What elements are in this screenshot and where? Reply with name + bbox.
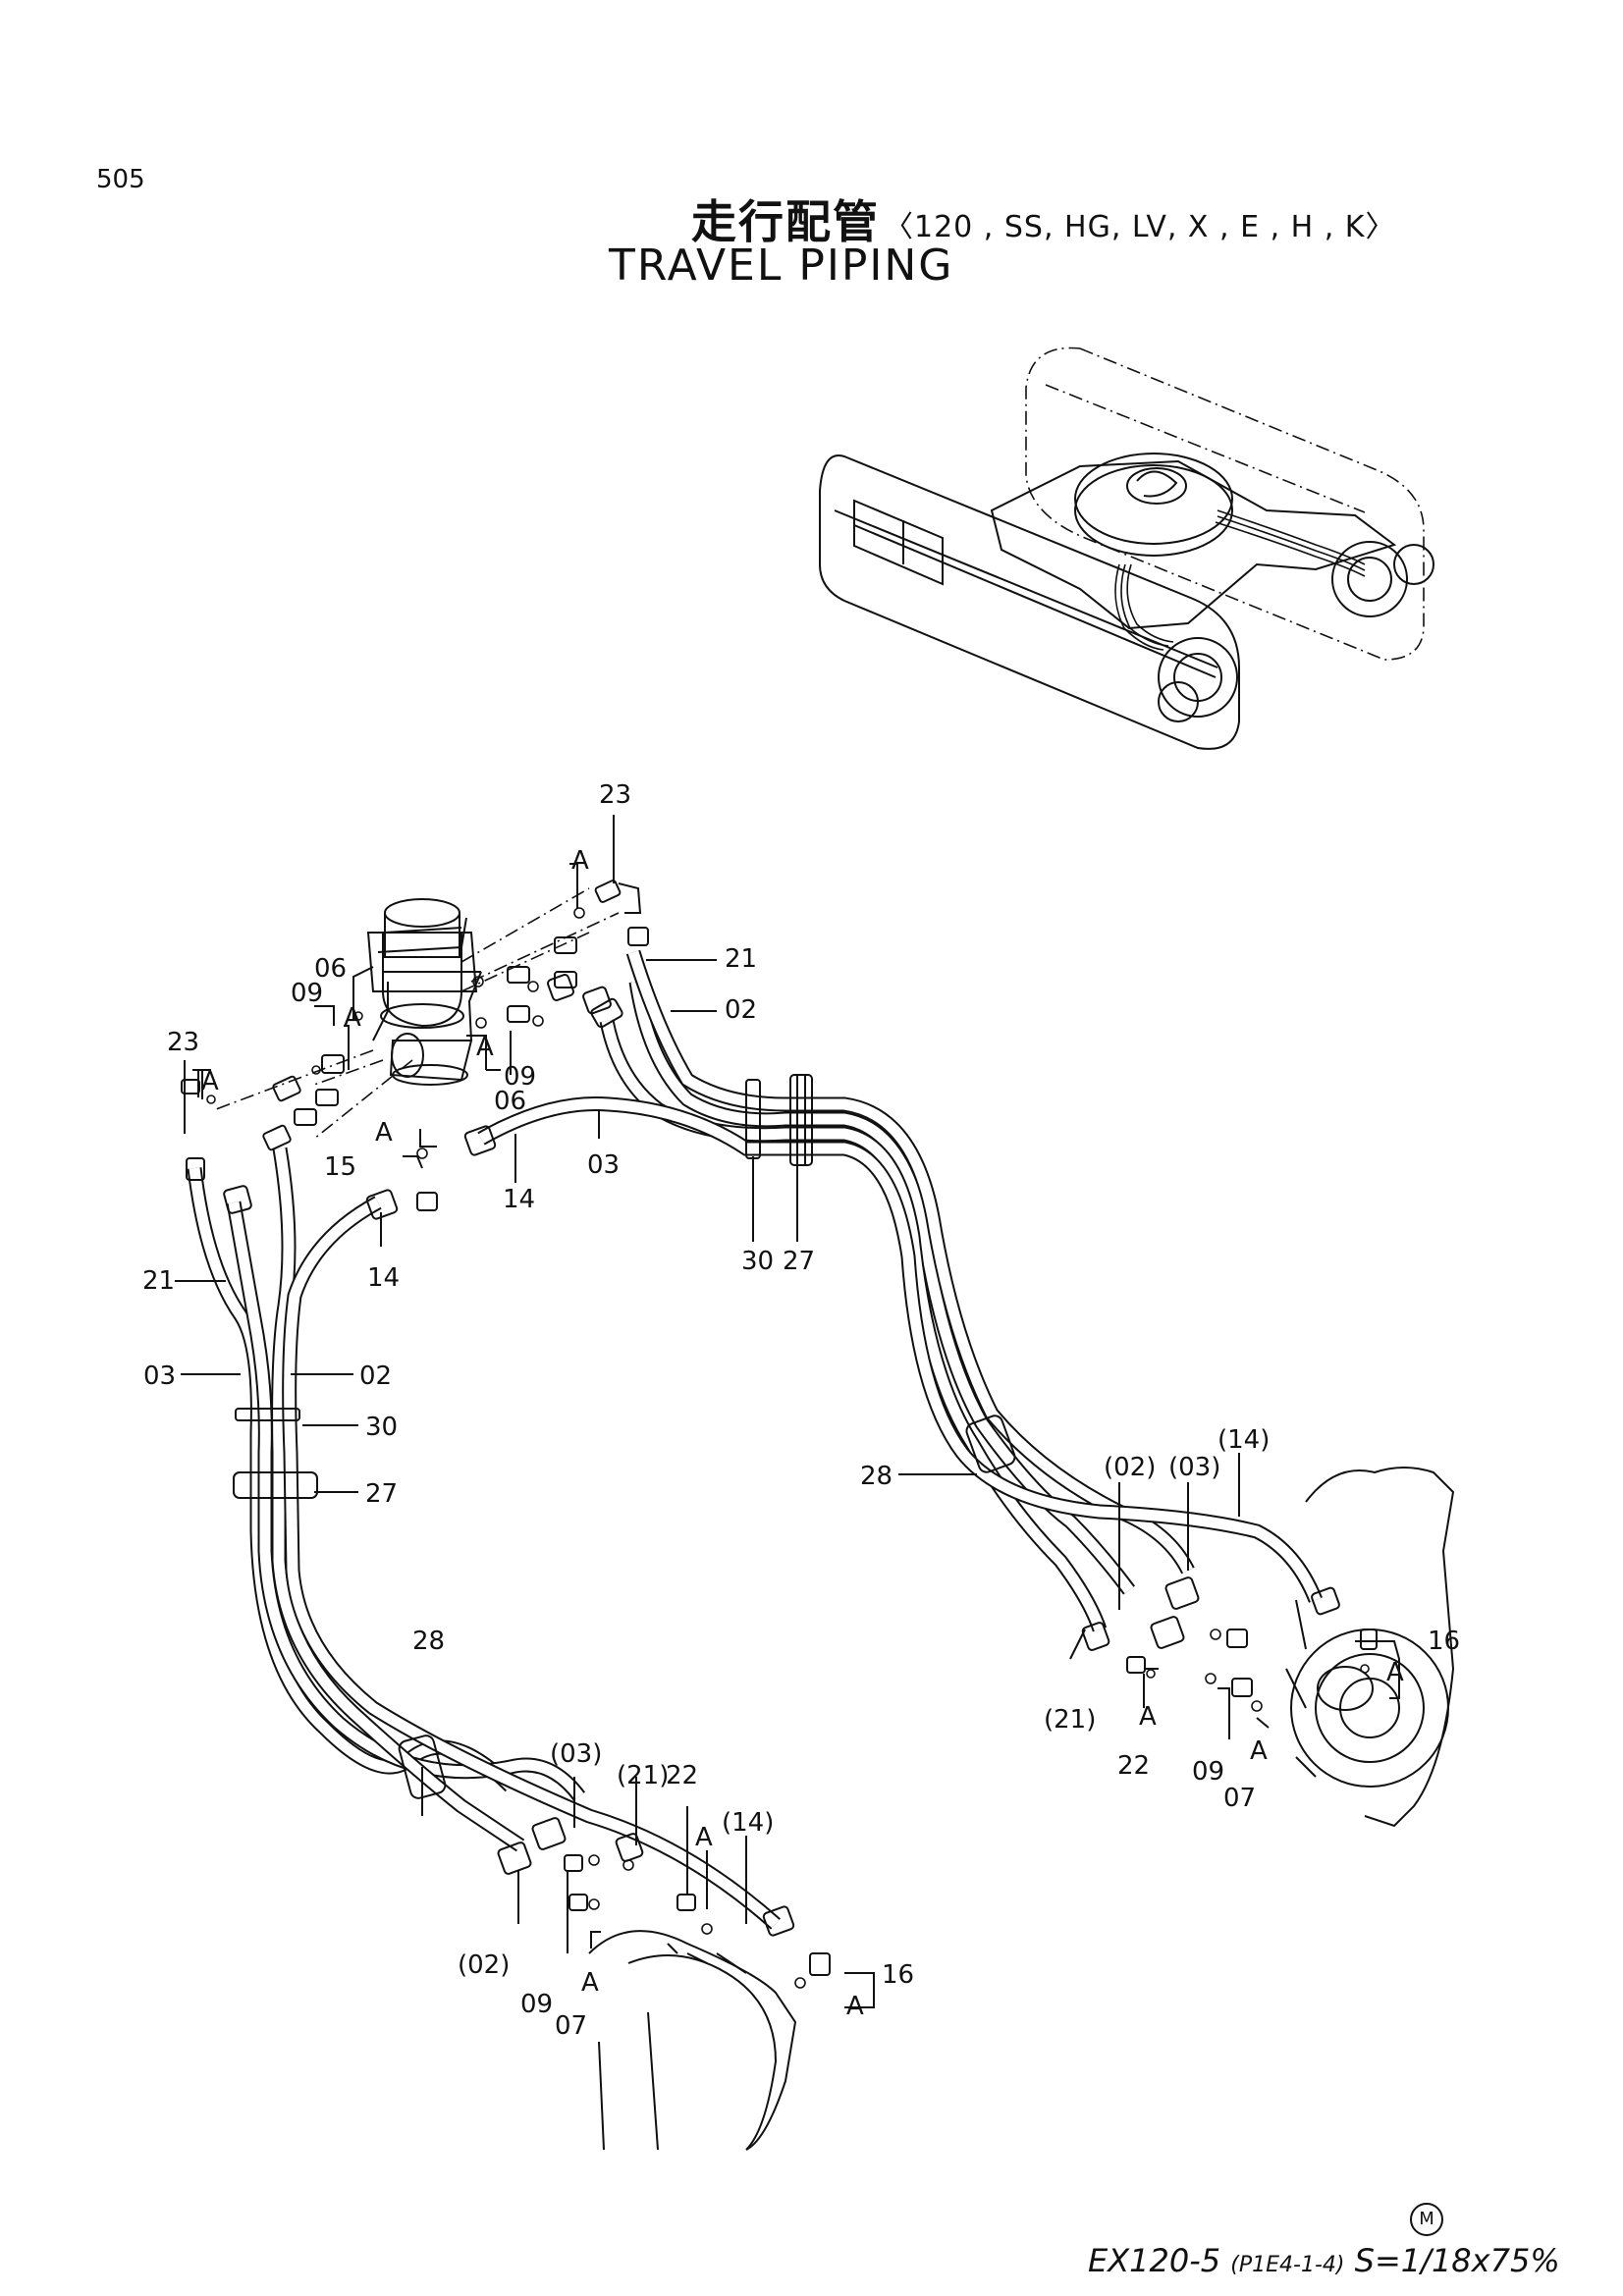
callout-21-left-motor: (21) (617, 1761, 669, 1790)
callout-a-07-right: A (1250, 1736, 1268, 1766)
callout-02-top: 02 (725, 995, 757, 1025)
callout-07-right: 07 (1223, 1784, 1256, 1813)
callout-a-22-left: A (695, 1823, 713, 1852)
callout-a-top: A (571, 846, 589, 876)
callout-a-15: A (375, 1118, 393, 1148)
page-number: 505 (96, 165, 145, 194)
callout-03-right: (03) (1168, 1453, 1220, 1482)
undercarriage-overview (819, 347, 1434, 750)
callout-22-right: 22 (1117, 1751, 1150, 1781)
callout-14-right: (14) (1217, 1425, 1270, 1455)
center-joint (352, 898, 482, 1086)
fittings-top (181, 880, 649, 1220)
callout-21-top: 21 (725, 944, 757, 974)
footer-model-info: EX120-5 (P1E4-1-4) S=1/18x75% (1088, 2242, 1560, 2279)
m-mark-icon: M (1410, 2203, 1443, 2236)
callout-23-left: 23 (167, 1028, 199, 1057)
title-english: TRAVEL PIPING (609, 240, 954, 291)
callout-28-left: 28 (412, 1627, 445, 1656)
callout-30-a: 30 (741, 1247, 774, 1276)
callout-06-b: 06 (494, 1087, 526, 1116)
callout-28-right: 28 (860, 1462, 893, 1491)
callout-23-top: 23 (599, 780, 631, 810)
callout-02-right: (02) (1104, 1453, 1156, 1482)
callout-a-09: A (476, 1033, 494, 1062)
callout-15: 15 (324, 1152, 356, 1182)
title-model-variants: 〈120 , SS, HG, LV, X , E , H , K〉 (884, 210, 1396, 244)
callout-09-right: 09 (1192, 1757, 1224, 1787)
callout-09-b: 09 (504, 1062, 536, 1092)
callout-a-16-right: A (1386, 1658, 1404, 1687)
leader-lines (175, 815, 1400, 2008)
callout-14-left-motor: (14) (722, 1808, 774, 1838)
callout-14-a: 14 (503, 1185, 535, 1214)
left-travel-motor (497, 1817, 831, 2151)
callout-09-left-motor: 09 (520, 1990, 553, 2019)
callout-22-left-motor: 22 (666, 1761, 698, 1790)
callout-09-a: 09 (291, 979, 323, 1008)
callout-16-right: 16 (1428, 1627, 1460, 1656)
callout-16-left: 16 (882, 1960, 914, 1990)
callout-02-left: 02 (359, 1362, 392, 1391)
callout-27-a: 27 (783, 1247, 815, 1276)
callout-21-left: 21 (142, 1266, 175, 1296)
title-japanese: 走行配管 (691, 195, 880, 248)
callout-30-left: 30 (365, 1413, 398, 1442)
callout-03-left-motor: (03) (550, 1739, 602, 1769)
callout-21-right: (21) (1044, 1705, 1096, 1735)
callout-a-22-right: A (1139, 1702, 1157, 1732)
callout-a-07-left: A (581, 1968, 599, 1998)
callout-a-left: A (201, 1067, 219, 1096)
callout-03-a: 03 (587, 1150, 620, 1180)
hose-bundle (187, 949, 1323, 1930)
callout-06-a: 06 (314, 954, 347, 984)
footer-ref: (P1E4-1-4) (1230, 2253, 1345, 2277)
footer-scale: S=1/18x75% (1354, 2242, 1560, 2279)
callout-03-left: 03 (143, 1362, 176, 1391)
callout-14-b: 14 (367, 1263, 400, 1293)
callout-labels: 23 A 21 02 06 09 A 23 A A 09 06 A 15 14 … (142, 780, 1460, 2041)
callout-a-06: A (344, 1003, 361, 1033)
callout-a-16-left: A (846, 1992, 864, 2021)
callout-27-left: 27 (365, 1479, 398, 1509)
callout-02-left-motor: (02) (458, 1950, 510, 1980)
callout-07-left-motor: 07 (555, 2011, 587, 2041)
footer-model: EX120-5 (1088, 2242, 1221, 2279)
